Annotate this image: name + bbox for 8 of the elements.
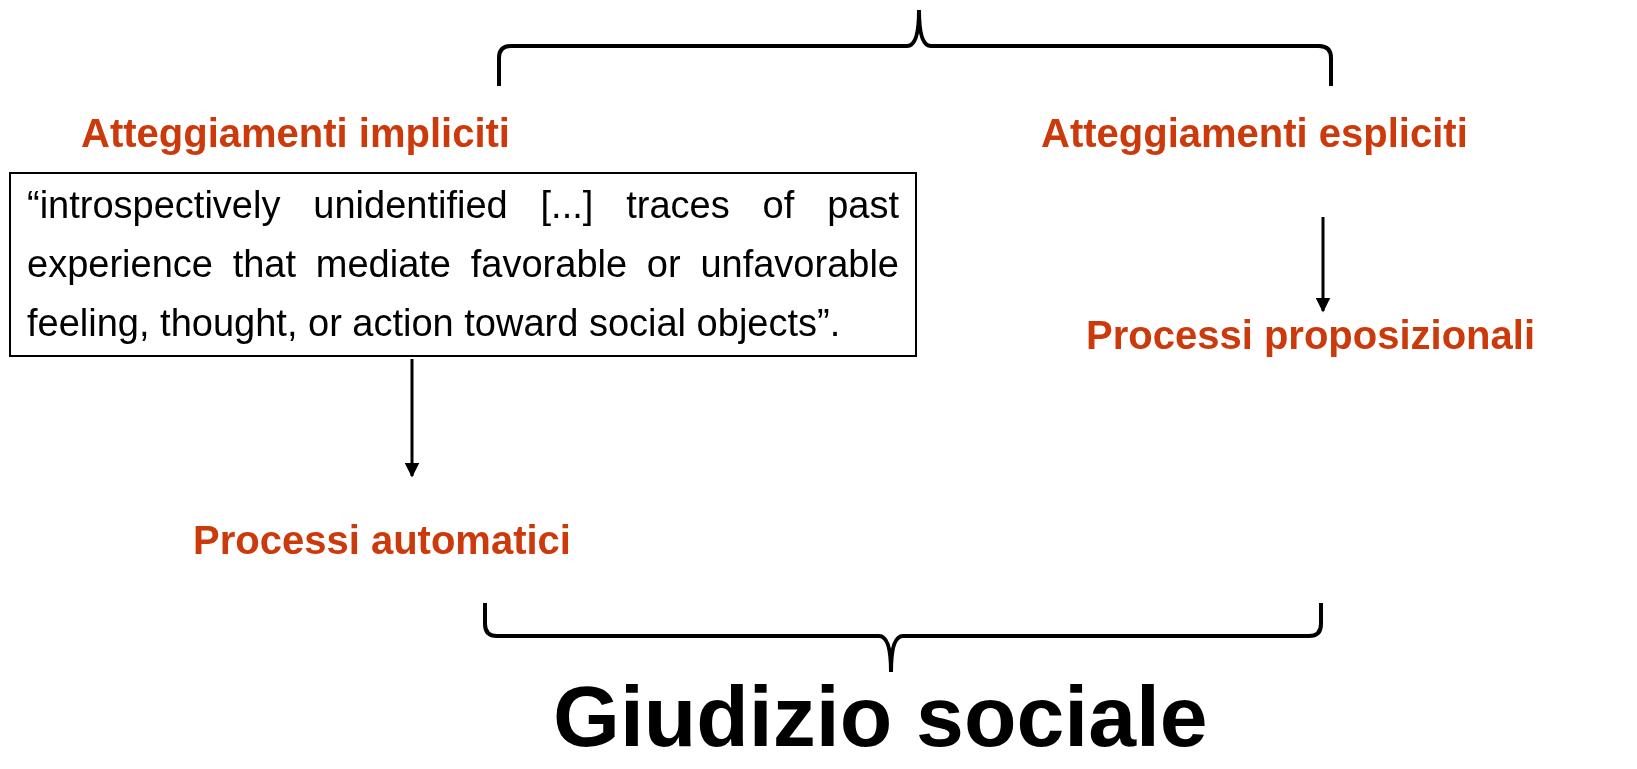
heading-text: Atteggiamenti impliciti: [81, 109, 510, 157]
quote-box: “introspectively unidentified [...] traces of past experience that mediate favorable or unfavorable feeling, thought, or action toward social objects”.: [9, 172, 917, 357]
heading-text: Processi automatici: [193, 516, 571, 564]
heading-text: Processi proposizionali: [1086, 311, 1535, 359]
arrow: [404, 359, 420, 478]
title-text: Giudizio sociale: [553, 668, 1208, 764]
arrow: [1315, 217, 1331, 313]
heading-text: Atteggiamenti espliciti: [1041, 109, 1468, 157]
